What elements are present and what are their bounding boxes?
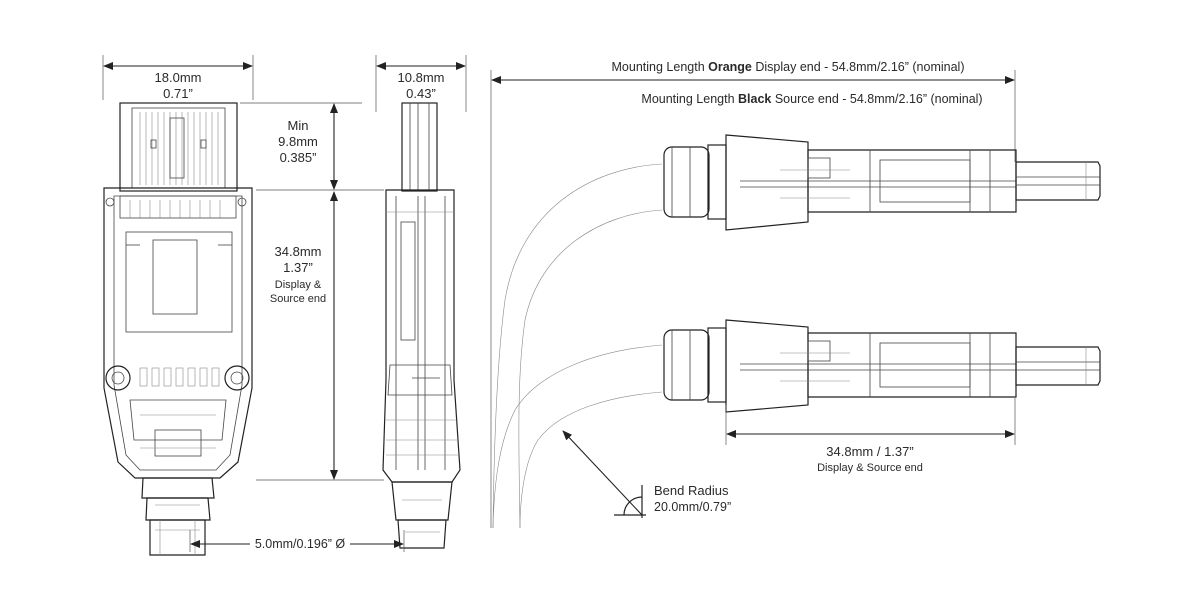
body-height-note-line2: Source end: [270, 293, 326, 305]
side-view-connector: [382, 102, 461, 549]
mounting-length-black: Mounting Length Black Source end - 54.8m…: [641, 92, 982, 106]
bend-radius-indicator: Bend Radius 20.0mm/0.79”: [562, 430, 731, 518]
bend-radius-value: 20.0mm/0.79”: [654, 500, 731, 514]
body-length-note: Display & Source end: [817, 462, 923, 474]
min-height-label: Min: [288, 118, 309, 133]
cable-diameter-dimension: 5.0mm/0.196” Ø: [189, 530, 405, 552]
min-height-inch: 0.385”: [280, 150, 317, 165]
side-width-inch: 0.43”: [406, 86, 436, 101]
body-height-mm: 34.8mm: [275, 244, 322, 259]
bend-radius-label: Bend Radius: [654, 483, 729, 498]
front-width-dimension: 18.0mm 0.71”: [102, 55, 254, 101]
min-height-mm: 9.8mm: [278, 134, 318, 149]
top-connector-upper: [663, 134, 1101, 231]
min-height-dimension: Min 9.8mm 0.385”: [240, 102, 384, 191]
front-width-mm: 18.0mm: [155, 70, 202, 85]
body-length-text: 34.8mm / 1.37”: [826, 444, 913, 459]
side-width-dimension: 10.8mm 0.43”: [375, 55, 467, 112]
front-view-connector: [103, 102, 253, 556]
body-height-inch: 1.37”: [283, 260, 313, 275]
front-width-inch: 0.71”: [163, 86, 193, 101]
body-height-note-line1: Display &: [275, 279, 322, 291]
side-width-mm: 10.8mm: [398, 70, 445, 85]
body-height-dimension: 34.8mm 1.37” Display & Source end: [256, 191, 384, 481]
mounting-length-orange: Mounting Length Orange Display end - 54.…: [612, 60, 965, 74]
body-length-dimension: 34.8mm / 1.37” Display & Source end: [725, 398, 1016, 474]
cable-diameter-text: 5.0mm/0.196” Ø: [255, 537, 346, 551]
top-connector-lower: [663, 319, 1101, 413]
mounting-length-dimension: Mounting Length Orange Display end - 54.…: [490, 60, 1016, 528]
bent-cables: [492, 163, 663, 529]
